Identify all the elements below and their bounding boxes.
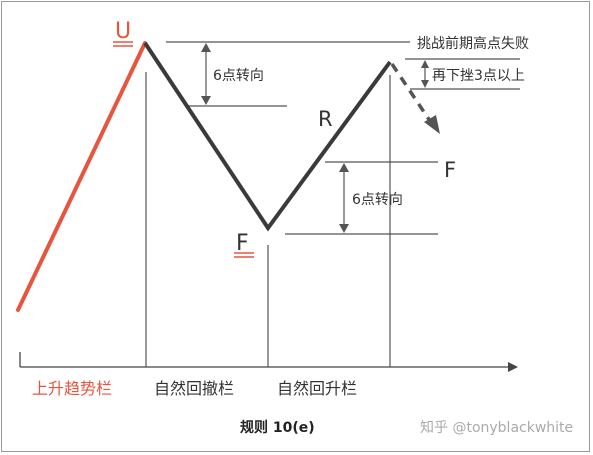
measure-retrace-arrow-up (421, 60, 429, 68)
point-label-r: R (318, 107, 333, 131)
time-axis-arrow (508, 362, 518, 372)
bar-label-natural-rally: 自然回升栏 (277, 379, 357, 398)
measure-6pt-mid-arrow-down (339, 224, 349, 233)
measure-6pt-left-arrow-down (201, 96, 211, 105)
annotation-turn-mid: 6点转向 (352, 192, 403, 208)
measure-retrace-arrow-down (421, 80, 429, 88)
failure-arrowhead (424, 115, 440, 134)
point-label-f-right: F (444, 158, 456, 182)
watermark: 知乎 @tonyblackwhite (420, 419, 573, 436)
annotation-top-right: 挑战前期高点失败 (417, 35, 529, 52)
point-label-f-low: F (236, 231, 249, 256)
measure-6pt-left-arrow-up (201, 43, 211, 52)
price-path (143, 41, 392, 232)
point-label-u: U (115, 19, 131, 44)
annotation-turn-left: 6点转向 (213, 68, 264, 84)
failure-dashed-arrow (390, 63, 434, 125)
measure-6pt-mid-arrow-up (339, 163, 349, 172)
bar-label-uptrend: 上升趋势栏 (32, 379, 112, 398)
bar-label-natural-reaction: 自然回撤栏 (154, 379, 234, 398)
uptrend-line (16, 41, 147, 312)
annotation-retrace: 再下挫3点以上 (432, 68, 525, 84)
diagram-caption: 规则 10(e) (240, 419, 315, 436)
